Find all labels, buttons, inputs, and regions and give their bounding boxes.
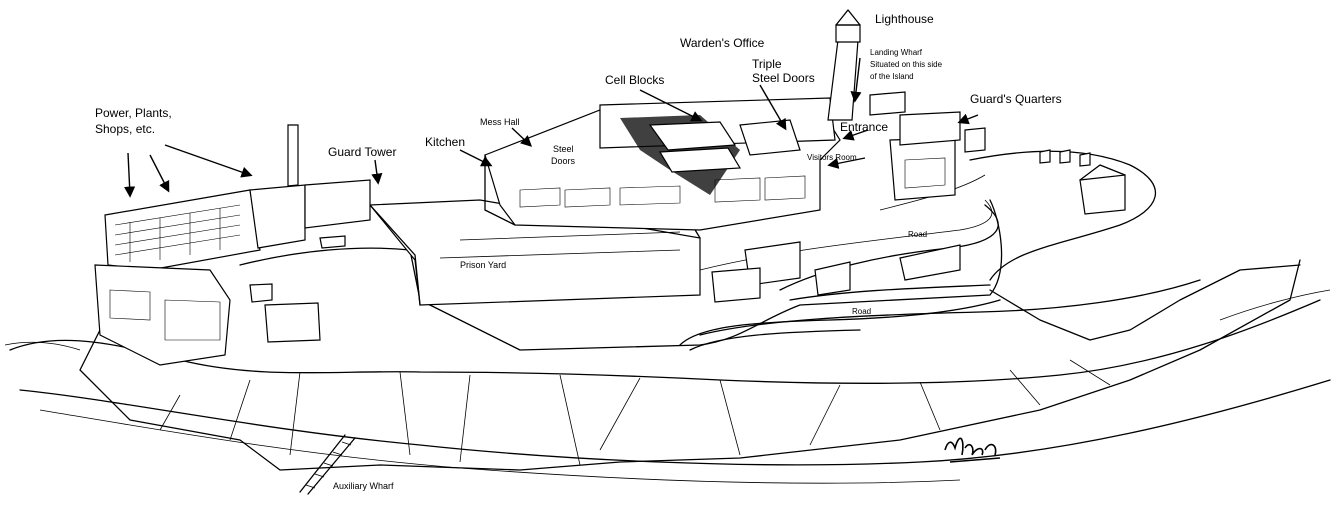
label-lighthouse: Lighthouse: [875, 12, 934, 26]
label-triple-steel-doors-line2: Steel Doors: [752, 71, 815, 85]
label-kitchen: Kitchen: [425, 135, 465, 149]
label-guard-tower: Guard Tower: [328, 145, 396, 159]
label-entrance: Entrance: [840, 120, 888, 134]
auxiliary-wharf-drawing: [299, 434, 356, 495]
label-visitors-room: Visitors Room: [807, 153, 857, 162]
label-mess-hall: Mess Hall: [480, 117, 520, 127]
road-buildings: [711, 241, 961, 303]
label-guards-quarters: Guard's Quarters: [970, 92, 1062, 106]
label-arrows: [124, 57, 979, 198]
label-power-plants-line2: Shops, etc.: [95, 122, 155, 136]
label-prison-yard: Prison Yard: [460, 260, 506, 270]
label-auxiliary-wharf: Auxiliary Wharf: [333, 481, 394, 491]
label-landing-wharf-line2: Situated on this side: [870, 60, 943, 69]
artist-signature: [944, 437, 1001, 463]
entrance-buildings: [739, 111, 961, 201]
label-wardens-office: Warden's Office: [680, 36, 765, 50]
label-steel-doors-line2: Doors: [551, 156, 576, 166]
label-triple-steel-doors-line1: Triple: [752, 57, 782, 71]
guards-quarters-drawing: [964, 127, 1126, 215]
label-road-lower: Road: [852, 307, 871, 316]
label-road-upper: Road: [908, 230, 927, 239]
cell-house: [484, 97, 841, 231]
cliffs: [79, 259, 1301, 471]
label-landing-wharf-line3: of the Island: [870, 72, 914, 81]
label-landing-wharf-line1: Landing Wharf: [870, 48, 923, 57]
label-cell-blocks: Cell Blocks: [605, 73, 664, 87]
power-plant-drawing: [94, 124, 371, 366]
label-steel-doors-line1: Steel: [553, 144, 574, 154]
label-power-plants-line1: Power, Plants,: [95, 106, 172, 120]
